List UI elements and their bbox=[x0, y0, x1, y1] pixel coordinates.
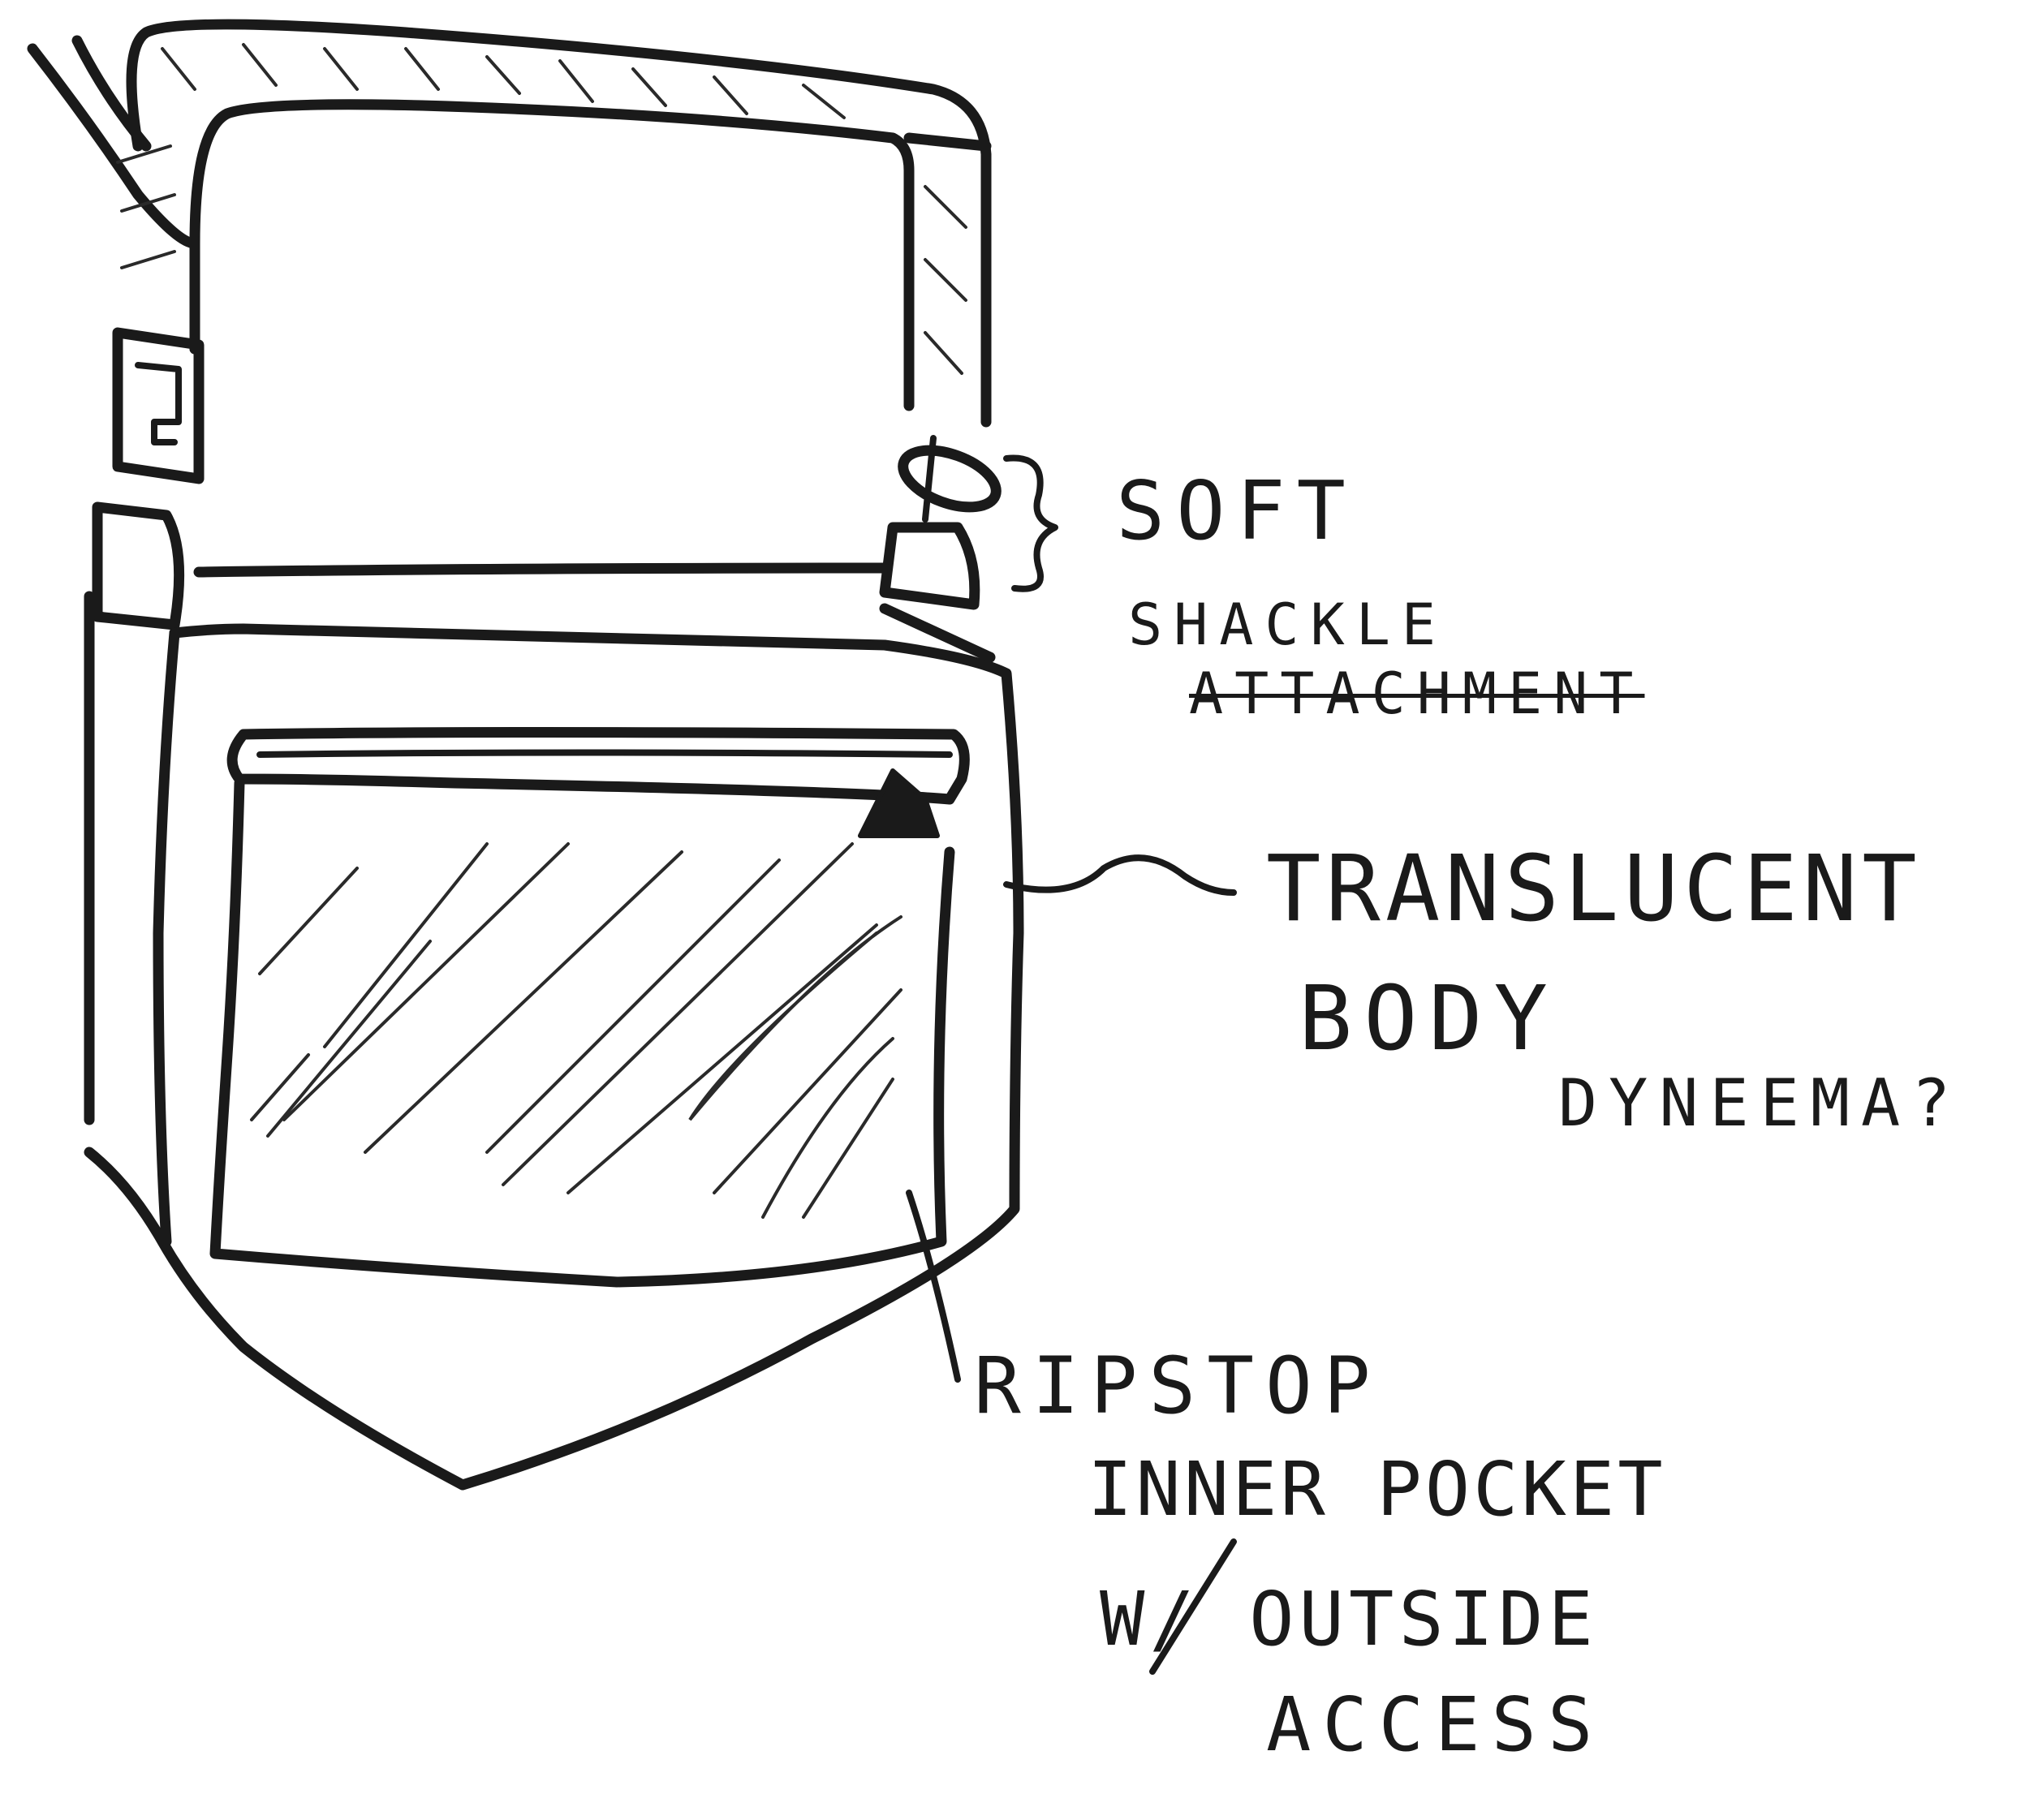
label-body: BODY bbox=[1299, 966, 1559, 1070]
left-buckle bbox=[112, 327, 205, 484]
label-dyneema: DYNEEMA? bbox=[1558, 1065, 1962, 1141]
label-attachment: ATTACHMENT bbox=[1189, 660, 1645, 727]
bag-body bbox=[84, 603, 1024, 1491]
shackle-brace bbox=[1003, 454, 1058, 592]
label-inner-pocket: INNER POCKET bbox=[1088, 1446, 1666, 1533]
pocket-hatching bbox=[250, 842, 902, 1219]
label-access: ACCESS bbox=[1266, 1681, 1605, 1768]
zipper-pull-icon bbox=[858, 768, 940, 838]
label-outside: W/ OUTSIDE bbox=[1100, 1576, 1598, 1663]
body-leader bbox=[1003, 854, 1237, 896]
label-soft: SOFT bbox=[1116, 463, 1357, 558]
opening-ends bbox=[92, 501, 980, 630]
label-shackle: SHACKLE bbox=[1128, 592, 1448, 658]
ripstop-leader bbox=[906, 1190, 961, 1383]
soft-shackle-loop bbox=[898, 435, 1002, 523]
zipper-track bbox=[226, 727, 970, 805]
top-strap bbox=[116, 19, 992, 428]
inner-pocket-slash bbox=[1149, 1538, 1237, 1675]
strap-hatching bbox=[116, 43, 967, 375]
translucent-pocket bbox=[209, 777, 955, 1288]
label-ripstop: RIPSTOP bbox=[974, 1340, 1382, 1431]
label-translucent: TRANSLUCENT bbox=[1266, 837, 1922, 942]
opening-rim bbox=[193, 562, 890, 578]
